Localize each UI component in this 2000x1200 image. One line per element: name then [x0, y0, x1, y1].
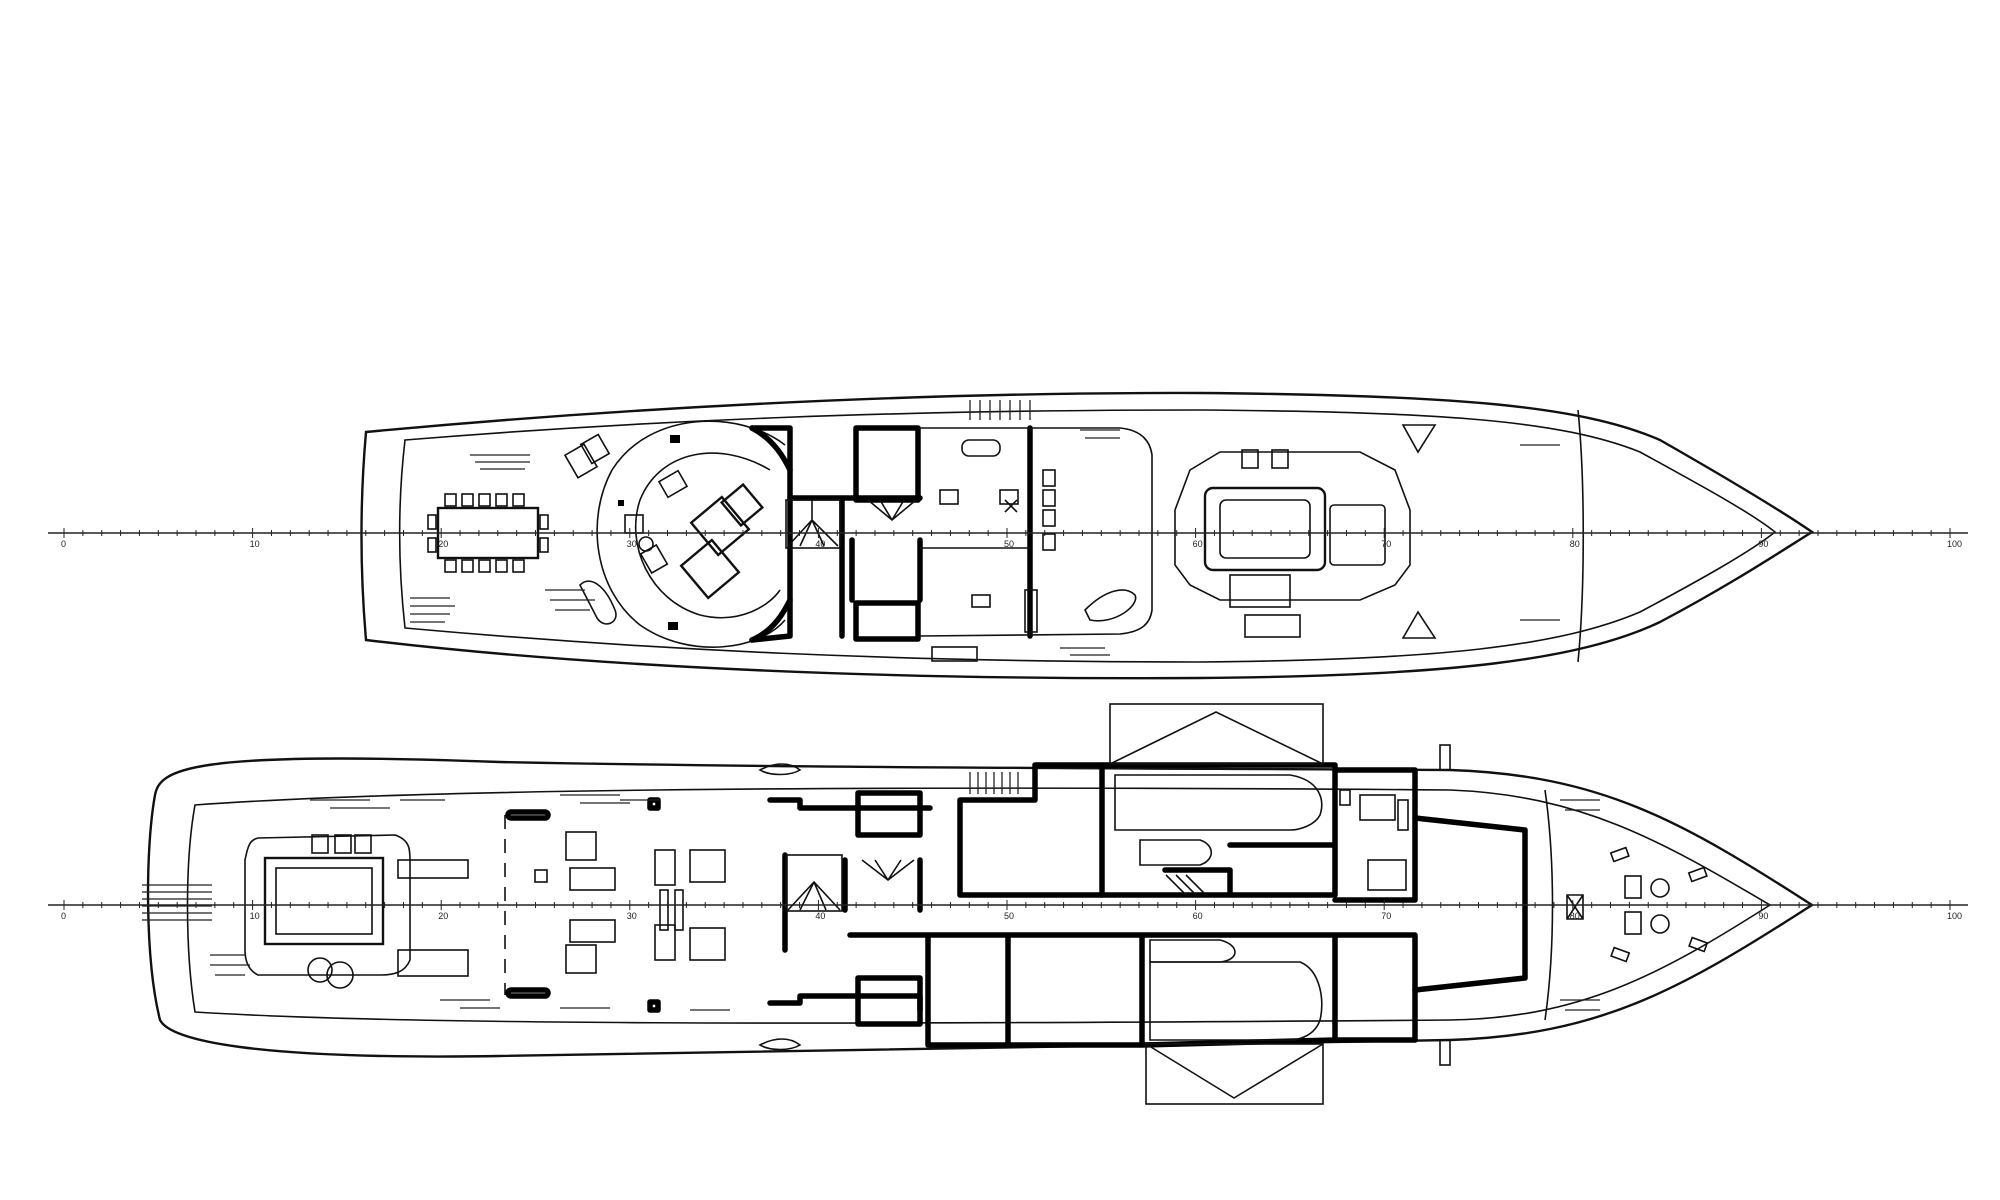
scale-label: 40: [815, 539, 825, 549]
scale-label: 80: [1570, 539, 1580, 549]
upper-deck-hull-outline: [360, 391, 1815, 680]
main-deck-hull-outline: [146, 757, 1815, 1058]
upper-deck-inner-bulwark: [398, 409, 1777, 663]
scale-label: 70: [1381, 539, 1391, 549]
upper-deck-superstructure: [749, 425, 1153, 643]
upper-deck-sunbeds: [563, 433, 617, 625]
main-deck-lounge-furniture: [534, 831, 726, 974]
scale-label: 50: [1004, 911, 1014, 921]
upper-deck-circular-lounge: [596, 420, 786, 648]
main-deck-inner-bulwark: [186, 787, 1772, 1024]
scale-label: 10: [250, 539, 260, 549]
scale-label: 90: [1758, 911, 1768, 921]
main-deck-pool: [244, 834, 469, 989]
scale-label: 0: [61, 911, 66, 921]
main-deck-cabin-fixtures: [1339, 789, 1409, 891]
scale-label: 30: [627, 911, 637, 921]
upper-deck-cabin-fixtures: [931, 439, 1137, 662]
scale-axes: 0 10 20 30 40 50 60 70 80 90 100 0 10 20 30 40 50 60 70 80 9…: [48, 528, 1968, 921]
upper-deck-hatching: [410, 400, 1560, 656]
main-deck-hatching: [210, 772, 1600, 1011]
scale-label: 90: [1758, 539, 1768, 549]
main-deck-foredeck-equipment: [1566, 846, 1709, 963]
scale-label: 40: [815, 911, 825, 921]
upper-deck: [360, 391, 1815, 680]
upper-deck-bow-vents: [1401, 424, 1437, 639]
upper-deck-scale-axis: 0 10 20 30 40 50 60 70 80 90 100: [48, 528, 1968, 549]
scale-label: 30: [627, 539, 637, 549]
scale-label: 100: [1947, 911, 1962, 921]
main-deck: [142, 703, 1815, 1105]
scale-label: 50: [1004, 539, 1014, 549]
scale-label: 10: [250, 911, 260, 921]
main-deck-superstructure: [767, 762, 1528, 1048]
upper-deck-frame-line: [1577, 409, 1585, 663]
scale-label: 20: [438, 539, 448, 549]
scale-label: 70: [1381, 911, 1391, 921]
scale-label: 60: [1193, 911, 1203, 921]
scale-label: 20: [438, 911, 448, 921]
main-deck-scale-axis: 0 10 20 30 40 50 60 70 80 90 100: [48, 900, 1968, 921]
scale-label: 100: [1947, 539, 1962, 549]
upper-deck-jacuzzi-area: [1174, 449, 1411, 638]
scale-label: 80: [1570, 911, 1580, 921]
main-deck-stairs: [785, 854, 1207, 912]
main-deck-tenders-side: [758, 763, 802, 1051]
scale-label: 60: [1193, 539, 1203, 549]
scale-label: 0: [61, 539, 66, 549]
main-deck-tender-garages: [1109, 703, 1451, 1105]
